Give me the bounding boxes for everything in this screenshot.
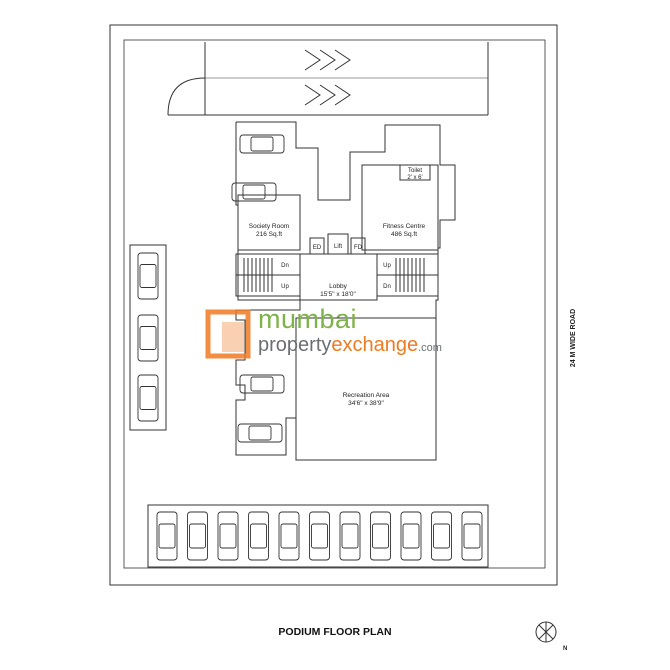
recreation-size: 34'6" x 38'9" — [348, 400, 384, 407]
car-icon — [431, 511, 452, 561]
car-icon — [137, 252, 159, 300]
car-icon — [239, 134, 285, 154]
inner-boundary — [123, 39, 546, 569]
north-label: N — [563, 646, 567, 652]
ramp-arrow — [304, 84, 351, 106]
society-room — [237, 194, 301, 251]
car-icon — [231, 182, 277, 202]
car-icon — [370, 511, 391, 561]
stair-right-dn: Dn — [383, 284, 391, 290]
stair-right-up: Up — [383, 263, 391, 269]
stair-left-dn: Dn — [281, 263, 289, 269]
car-icon — [187, 511, 208, 561]
car-icon — [156, 511, 178, 561]
north-compass-icon — [535, 621, 557, 643]
car-group — [137, 134, 483, 561]
toilet — [399, 164, 431, 181]
driveway — [167, 42, 489, 116]
fitness-room-name: Fitness Centre — [383, 223, 426, 230]
car-icon — [239, 374, 285, 394]
watermark-logo-icon — [205, 309, 251, 359]
car-icon — [339, 511, 361, 561]
watermark-exchange: exchange — [331, 334, 419, 356]
ed-label: ED — [313, 245, 322, 251]
staircase-left — [235, 253, 301, 297]
recreation-area — [295, 317, 437, 461]
car-icon — [137, 374, 159, 422]
society-room-name: Society Room — [249, 223, 289, 230]
road-label: 24 M WIDE ROAD — [570, 309, 577, 367]
staircase-right — [376, 253, 439, 297]
fd-label: FD — [354, 245, 363, 251]
ramp-arrow — [304, 49, 351, 71]
car-icon — [137, 314, 159, 362]
plan-title: PODIUM FLOOR PLAN — [278, 626, 392, 638]
toilet-name: Toilet — [408, 168, 422, 174]
car-icon — [400, 511, 422, 561]
watermark-word-property: propertyexchange.com — [258, 334, 442, 357]
car-icon — [309, 511, 330, 561]
car-icon — [248, 511, 269, 561]
car-icon — [217, 511, 239, 561]
toilet-size: 2' x 6' — [407, 175, 422, 181]
car-icon — [461, 511, 483, 561]
fitness-room-size: 486 Sq.ft — [391, 231, 417, 238]
watermark: mumbai propertyexchange.com — [200, 304, 470, 364]
car-icon — [278, 511, 300, 561]
watermark-word-mumbai: mumbai — [258, 304, 358, 334]
car-icon — [237, 423, 283, 443]
left-parking-strip — [129, 244, 167, 431]
lobby-name: Lobby — [329, 283, 347, 290]
lobby-size: 15'5" x 18'0" — [320, 291, 356, 298]
recreation-name: Recreation Area — [343, 392, 390, 399]
plot-boundary — [109, 24, 558, 586]
society-room-size: 216 Sq.ft — [256, 231, 282, 238]
watermark-property: property — [258, 334, 332, 356]
watermark-com: .com — [418, 342, 442, 354]
bottom-parking-strip — [147, 504, 489, 568]
stair-left-up: Up — [281, 284, 289, 290]
lift-label: Lift — [334, 244, 342, 250]
